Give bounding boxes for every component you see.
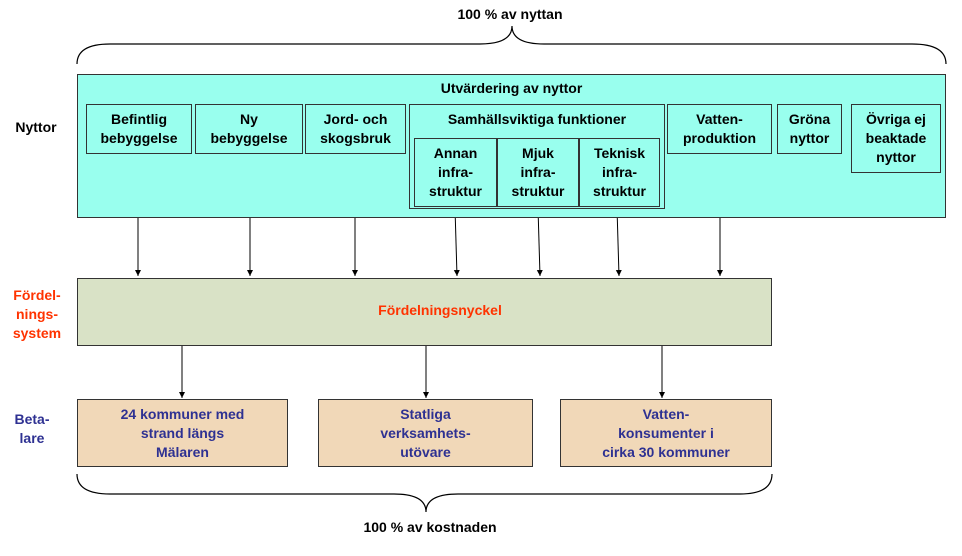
benefit-water-production: Vatten- produktion <box>667 104 772 154</box>
benefit-technical-infrastructure: Teknisk infra- struktur <box>579 138 660 207</box>
bottom-brace <box>76 473 773 513</box>
arrow-mjuk <box>536 207 543 277</box>
benefit-green: Gröna nyttor <box>777 104 842 154</box>
payer-municipalities: 24 kommuner med strand längs Mälaren <box>77 399 288 467</box>
benefit-soft-infrastructure: Mjuk infra- struktur <box>497 138 579 207</box>
benefits-title: Utvärdering av nyttor <box>440 80 583 96</box>
payer-state-operators: Statliga verksamhets- utövare <box>318 399 533 467</box>
total-benefit-label: 100 % av nyttan <box>457 6 563 22</box>
row-label-payers: Beta- lare <box>14 411 50 446</box>
benefit-other-infrastructure: Annan infra- struktur <box>414 138 497 207</box>
row-label-distribution: Fördel- nings- system <box>12 287 62 341</box>
benefit-group-title: Samhällsviktiga funktioner <box>447 111 627 127</box>
total-cost-label: 100 % av kostnaden <box>363 519 497 535</box>
row-label-benefits: Nyttor <box>15 119 57 135</box>
top-brace <box>76 25 947 65</box>
arrow-annan <box>453 207 460 277</box>
payer-water-consumers: Vatten- konsumenter i cirka 30 kommuner <box>560 399 772 467</box>
benefit-new-buildings: Ny bebyggelse <box>195 104 303 154</box>
benefit-existing-buildings: Befintlig bebyggelse <box>86 104 192 154</box>
arrow-teknisk <box>615 207 622 277</box>
benefit-agriculture-forestry: Jord- och skogsbruk <box>305 104 406 154</box>
distribution-system-panel <box>77 278 772 346</box>
benefit-other-unconsidered: Övriga ej beaktade nyttor <box>851 104 941 173</box>
distribution-key-label: Fördelningsnyckel <box>378 302 502 318</box>
